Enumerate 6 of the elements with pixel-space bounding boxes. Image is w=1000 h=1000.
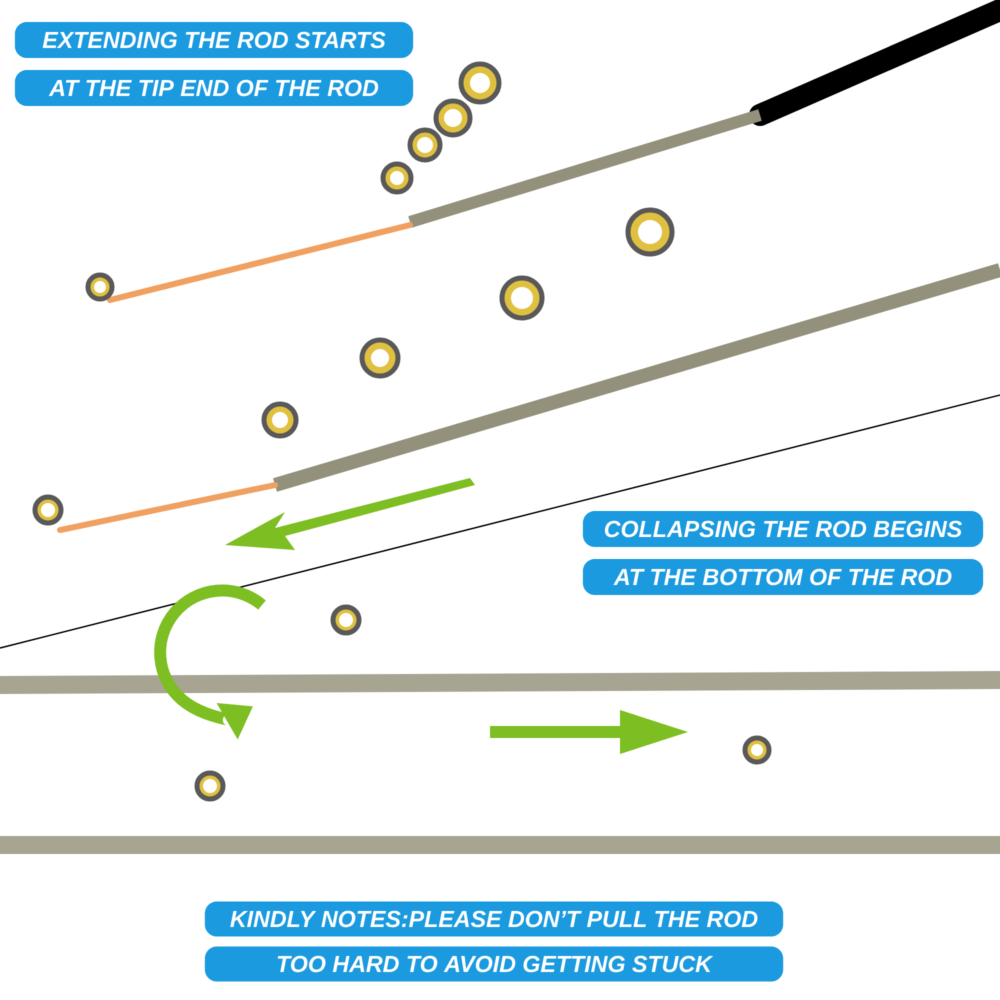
text-banner: COLLAPSING THE ROD BEGINS: [582, 511, 984, 548]
text-banner: TOO HARD TO AVOID GETTING STUCK: [204, 946, 784, 982]
text-banner: EXTENDING THE ROD STARTS: [14, 22, 414, 58]
text-banner: AT THE TIP END OF THE ROD: [14, 70, 414, 106]
text-banner: AT THE BOTTOM OF THE ROD: [582, 559, 984, 596]
text-banner: KINDLY NOTES:PLEASE DON’T PULL THE ROD: [204, 902, 784, 937]
